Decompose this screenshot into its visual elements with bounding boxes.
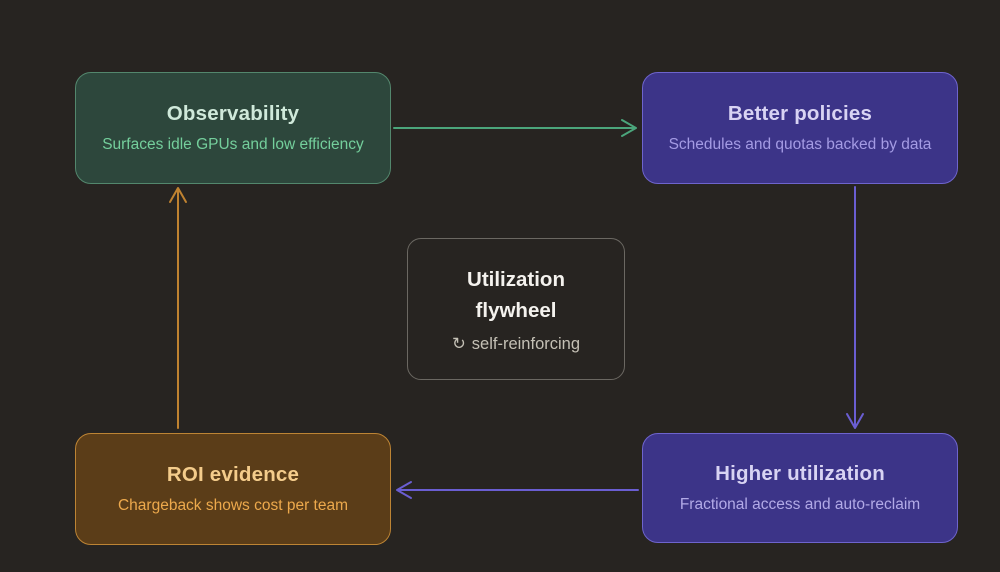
node-title: Observability [166,102,300,125]
node-subtitle: Fractional access and auto-reclaim [679,496,921,513]
node-title: Higher utilization [715,462,885,485]
node-title: Better policies [727,102,873,125]
center-title-line-1: Utilization [467,268,565,291]
node-observability: Observability Surfaces idle GPUs and low… [75,72,391,184]
node-roi-evidence: ROI evidence Chargeback shows cost per t… [75,433,391,545]
arrow-higher-utilization-to-roi-evidence [396,481,639,499]
node-higher-utilization: Higher utilization Fractional access and… [642,433,958,543]
node-subtitle: Chargeback shows cost per team [117,497,349,514]
arrow-roi-evidence-to-observability [169,187,187,429]
arrow-better-policies-to-higher-utilization [846,186,864,429]
center-subtitle: ↻ self-reinforcing [452,334,580,354]
center-title-line-2: flywheel [475,299,557,322]
node-title: ROI evidence [166,463,300,486]
cycle-refresh-icon: ↻ [451,335,466,353]
arrow-observability-to-better-policies [393,119,637,137]
node-subtitle: Schedules and quotas backed by data [668,136,932,153]
center-card: Utilization flywheel ↻ self-reinforcing [407,238,625,380]
center-subtitle-label: self-reinforcing [471,334,581,353]
node-better-policies: Better policies Schedules and quotas bac… [642,72,958,184]
node-subtitle: Surfaces idle GPUs and low efficiency [102,136,364,153]
